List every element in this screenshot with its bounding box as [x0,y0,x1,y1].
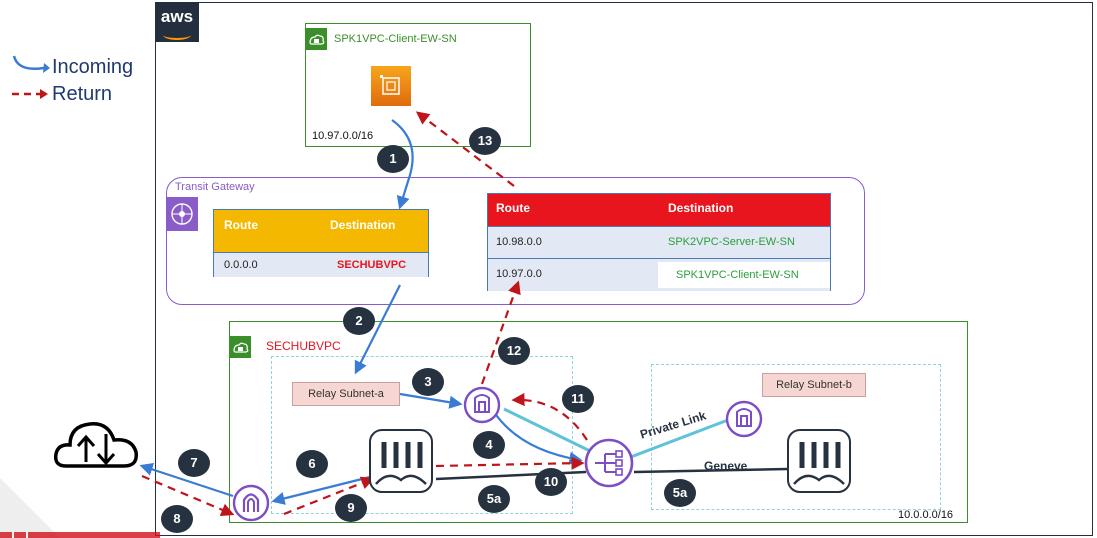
transit-gateway-box [166,177,865,305]
step-badge-11: 11 [562,385,594,413]
client-vpc-cidr: 10.97.0.0/16 [312,130,374,142]
step-badge-6: 6 [296,450,328,478]
table-row: 10.98.0.0 SPK2VPC-Server-EW-SN [488,226,830,258]
table-row: 0.0.0.0 SECHUBVPC [214,252,428,277]
firewall-appliance-icon [368,428,434,499]
destination-header: Destination [668,201,734,215]
flow-step-12 [480,280,521,385]
flow-step-3 [399,392,463,409]
aws-cloud-boundary [155,2,1093,536]
step-badge-12: 12 [498,337,530,365]
gateway-load-balancer-endpoint-icon [724,399,764,444]
legend-return: Return [52,83,113,105]
flow-step-2 [354,284,401,375]
table-row: 10.97.0.0 SPK1VPC-Client-EW-SN [488,258,830,291]
route-table-header: Route Destination [488,194,830,226]
gateway-load-balancer-endpoint-icon [462,385,502,430]
flow-step-7 [139,463,234,498]
vpc-lock-icon [305,28,327,50]
flow-step-6 [271,475,371,505]
flow-step-13 [415,111,515,187]
route-table-header: Route Destination [214,210,428,252]
transit-gateway-icon [166,197,198,231]
legend-icons [12,55,50,99]
flow-step-1 [391,119,414,210]
step-badge-8: 8 [161,505,193,533]
step-badge-1: 1 [377,145,409,173]
relay-subnet-a-label: Relay Subnet-a [292,382,400,406]
route-header: Route [496,201,530,215]
step-badge-7: 7 [178,449,210,477]
private-link-line [503,407,591,453]
relay-subnet-a-area [271,356,573,514]
step-badge-13: 13 [469,127,501,155]
destination-cell: SECHUBVPC [337,259,407,271]
corner-decoration [0,478,60,538]
transit-gateway-title: Transit Gateway [175,181,255,193]
flow-step-8 [141,474,235,516]
sechub-vpc-box [229,321,968,523]
geneve-label: Geneve [704,459,748,473]
legend-incoming: Incoming [52,56,134,78]
private-link-line [627,418,729,460]
route-cell: 0.0.0.0 [224,259,258,271]
tgw-route-table-return: Route Destination 10.98.0.0 SPK2VPC-Serv… [487,193,831,291]
vpc-lock-icon [229,336,251,358]
relay-subnet-b-label: Relay Subnet-b [762,373,866,397]
brand-strip [0,532,160,538]
flow-step-11 [511,392,588,441]
route-cell: 10.97.0.0 [496,268,542,280]
step-badge-4: 4 [473,431,505,459]
relay-subnet-b-area [651,364,941,510]
internet-cloud-icon [52,412,142,477]
geneve-line [633,467,789,474]
tgw-route-table-incoming: Route Destination 0.0.0.0 SECHUBVPC [213,209,429,277]
step-badge-2: 2 [343,307,375,335]
step-badge-9: 9 [335,494,367,522]
step-badge-3: 3 [412,368,444,396]
route-cell: 10.98.0.0 [496,236,542,248]
gateway-load-balancer-icon [583,437,635,494]
client-vpc-title: SPK1VPC-Client-EW-SN [334,33,457,45]
ec2-instance-icon [371,66,411,106]
flow-step-9 [283,476,375,516]
sechub-vpc-cidr: 10.0.0.0/16 [898,509,954,521]
step-badge-10: 10 [535,468,567,496]
client-vpc-box [305,23,531,147]
destination-cell: SPK2VPC-Server-EW-SN [668,236,795,248]
aws-logo-smile [163,30,191,40]
destination-cell: SPK1VPC-Client-EW-SN [658,262,830,288]
flow-step-4 [493,411,583,465]
step-badge-5a: 5a [478,485,510,513]
destination-header: Destination [330,218,396,232]
step-badge-5a: 5a [664,479,696,507]
firewall-appliance-icon [786,428,852,499]
flow-step-10 [435,456,585,470]
sechub-vpc-title: SECHUBVPC [266,339,341,353]
route-header: Route [224,218,258,232]
internet-gateway-icon [231,483,271,528]
